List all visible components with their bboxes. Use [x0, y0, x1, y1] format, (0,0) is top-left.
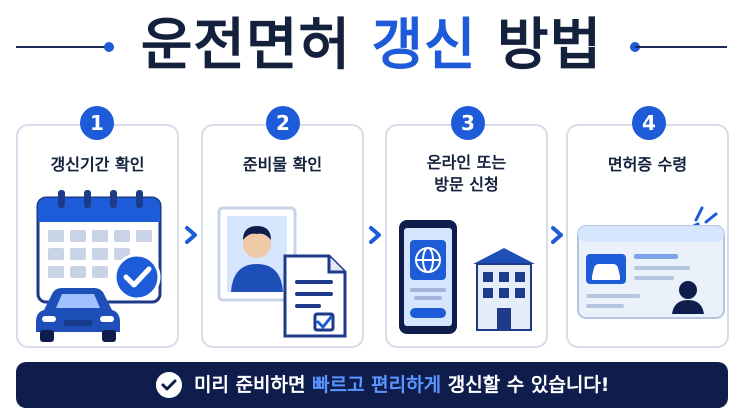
- title-part-1: 운전면허: [140, 13, 351, 78]
- license-card-icon: [577, 225, 725, 319]
- banner-message: 미리 준비하면 빠르고 편리하게 갱신할 수 있습니다!: [194, 362, 609, 408]
- step-badge-3: 3: [451, 106, 485, 140]
- title-divider-left: [16, 46, 108, 48]
- banner-text-highlight: 빠르고 편리하게: [312, 374, 442, 396]
- title-divider-right: [635, 46, 727, 48]
- smartphone-icon: [399, 220, 457, 334]
- step-2-title: 준비물 확인: [242, 155, 323, 174]
- step-3-title-line-1: 온라인 또는: [426, 153, 507, 172]
- document-icon: [283, 254, 347, 338]
- chevron-right-icon: [185, 226, 197, 244]
- building-icon: [473, 248, 535, 331]
- check-circle-icon: [156, 372, 182, 398]
- title-dot-left: [104, 42, 114, 52]
- title-part-2: 갱신: [371, 13, 477, 78]
- banner-text-before: 미리 준비하면: [194, 374, 313, 396]
- step-card-2: 준비물 확인: [201, 124, 364, 348]
- step-card-3: 온라인 또는 방문 신청: [385, 124, 548, 348]
- step-card-1: 갱신기간 확인: [16, 124, 179, 348]
- chevron-right-icon: [551, 226, 563, 244]
- bottom-banner: 미리 준비하면 빠르고 편리하게 갱신할 수 있습니다!: [16, 362, 728, 408]
- step-4-title: 면허증 수령: [607, 155, 688, 174]
- header: 운전면허 갱신 방법: [0, 8, 743, 88]
- step-1-title: 갱신기간 확인: [50, 155, 145, 174]
- id-photo-icon: [217, 206, 297, 302]
- car-icon: [36, 288, 120, 342]
- step-badge-1: 1: [80, 106, 114, 140]
- check-icon: [113, 253, 161, 301]
- chevron-right-icon: [369, 226, 381, 244]
- title-part-3: 방법: [497, 13, 603, 78]
- step-card-4: 면허증 수령: [566, 124, 729, 348]
- banner-text-after: 갱신할 수 있습니다!: [441, 374, 610, 396]
- page-title: 운전면허 갱신 방법: [0, 14, 743, 78]
- step-3-title-line-2: 방문 신청: [434, 175, 499, 194]
- step-badge-4: 4: [632, 106, 666, 140]
- step-badge-2: 2: [266, 106, 300, 140]
